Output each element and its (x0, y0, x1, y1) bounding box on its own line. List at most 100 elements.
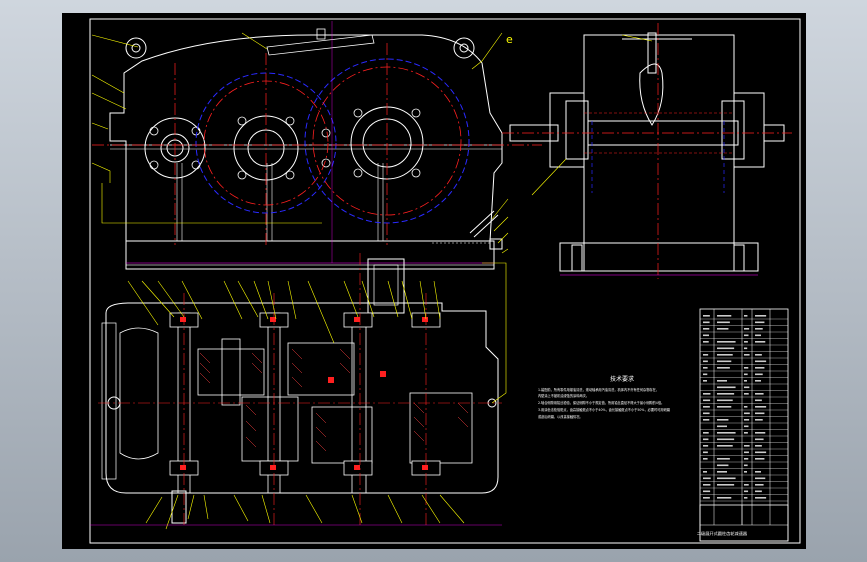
parts-cell-mark (717, 354, 733, 356)
parts-cell-mark (717, 432, 736, 434)
parts-cell-mark (703, 380, 707, 382)
parts-cell-mark (703, 419, 710, 421)
parts-cell-mark (703, 354, 709, 356)
parts-cell-mark (717, 471, 727, 473)
plan-section-view (90, 253, 507, 530)
parts-cell-mark (703, 360, 708, 363)
parts-cell-mark (744, 451, 749, 454)
parts-cell-mark (703, 477, 711, 480)
tech-req-line: 内壁涂上不被机油浸蚀的涂料两次。 (538, 393, 589, 398)
parts-cell-mark (755, 373, 763, 376)
parts-cell-mark (703, 497, 710, 499)
parts-cell-mark (717, 393, 735, 395)
parts-cell-mark (755, 471, 761, 473)
parts-cell-mark (755, 458, 765, 460)
parts-cell-mark (755, 477, 766, 480)
parts-cell-mark (744, 354, 750, 356)
parts-cell-mark (703, 484, 711, 486)
parts-cell-mark (703, 432, 709, 434)
parts-cell-mark (717, 445, 733, 447)
parts-cell-mark (755, 484, 764, 486)
tech-req-line: 或刮后研磨，以改善接触情况。 (538, 414, 583, 419)
parts-cell-mark (744, 367, 749, 369)
parts-cell-mark (755, 354, 762, 356)
parts-cell-mark (703, 399, 711, 402)
parts-cell-mark (744, 373, 748, 376)
side-view (502, 23, 792, 279)
title-block-caption: 二级展开式圆柱齿轮减速器 (697, 530, 748, 537)
parts-cell-mark (717, 438, 735, 441)
parts-cell-mark (703, 451, 708, 454)
parts-cell-mark (717, 497, 732, 499)
parts-cell-mark (703, 334, 709, 337)
parts-cell-mark (744, 393, 749, 395)
parts-cell-mark (703, 458, 708, 460)
parts-cell-mark (744, 484, 749, 486)
parts-cell-mark (717, 386, 736, 389)
parts-cell-mark (744, 380, 747, 382)
tech-req-title: 技术要求 (610, 375, 634, 383)
parts-cell-mark (744, 406, 748, 408)
parts-cell-mark (755, 399, 762, 402)
parts-cell-mark (717, 360, 732, 363)
parts-cell-mark (744, 386, 750, 389)
parts-cell-mark (755, 341, 766, 343)
parts-cell-mark (744, 497, 748, 499)
parts-cell-mark (703, 438, 709, 441)
parts-cell-mark (717, 464, 729, 467)
drawing-sheet: e (62, 13, 806, 549)
parts-cell-mark (717, 484, 735, 486)
parts-cell-mark (744, 412, 750, 415)
parts-cell-mark (703, 328, 710, 330)
tech-req-line: 2.啮合侧隙用铅丝检验，保证侧隙不小于规定值，所用铅丝直径不得大于最小侧隙的4倍… (538, 400, 664, 405)
gear-reducer-drawing: e (89, 18, 801, 544)
parts-cell-mark (744, 471, 747, 473)
parts-cell-mark (744, 341, 748, 343)
parts-cell-mark (755, 432, 766, 434)
parts-cell-mark (755, 445, 762, 447)
tech-req-line: 1.装配前，所有零件用煤油清洗，滚动轴承用汽油清洗，机体内不许有任何杂物存在， (538, 387, 659, 392)
parts-cell-mark (744, 419, 750, 421)
parts-cell-mark (755, 328, 763, 330)
parts-cell-mark (755, 406, 767, 408)
parts-cell-mark (744, 432, 748, 434)
title-block (699, 504, 789, 542)
parts-cell-mark (744, 315, 748, 317)
parts-cell-mark (755, 393, 764, 395)
parts-cell-mark (703, 367, 708, 369)
parts-cell-mark (703, 315, 710, 317)
parts-cell-mark (717, 458, 730, 460)
parts-cell-mark (744, 425, 749, 428)
drawing-frame (89, 18, 801, 544)
parts-cell-mark (703, 406, 710, 408)
parts-cell-mark (755, 360, 767, 363)
parts-cell-mark (717, 341, 736, 343)
parts-cell-mark (703, 445, 709, 447)
parts-cell-mark (717, 367, 730, 369)
front-view: e (91, 21, 542, 270)
parts-cell-mark (703, 373, 708, 376)
parts-cell-mark (755, 497, 767, 499)
parts-cell-mark (744, 334, 749, 337)
parts-cell-mark (744, 328, 750, 330)
parts-cell-mark (703, 393, 711, 395)
parts-cell-mark (755, 451, 767, 454)
parts-cell-mark (717, 321, 730, 324)
parts-cell-mark (717, 399, 733, 402)
parts-cell-mark (703, 471, 707, 473)
parts-cell-mark (703, 341, 709, 343)
parts-cell-mark (755, 321, 765, 324)
parts-cell-mark (744, 458, 749, 460)
parts-cell-mark (755, 367, 765, 369)
parts-cell-mark (717, 315, 732, 317)
parts-cell-mark (755, 334, 761, 337)
parts-cell-mark (703, 490, 711, 493)
parts-cell-mark (717, 425, 727, 428)
parts-cell-mark (703, 412, 710, 415)
parts-cell-mark (744, 445, 750, 447)
parts-cell-mark (744, 490, 749, 493)
parts-cell-mark (755, 315, 767, 317)
parts-list-table: 二级展开式圆柱齿轮减速器 (697, 308, 789, 542)
parts-cell-mark (703, 321, 710, 324)
parts-cell-mark (755, 380, 761, 382)
